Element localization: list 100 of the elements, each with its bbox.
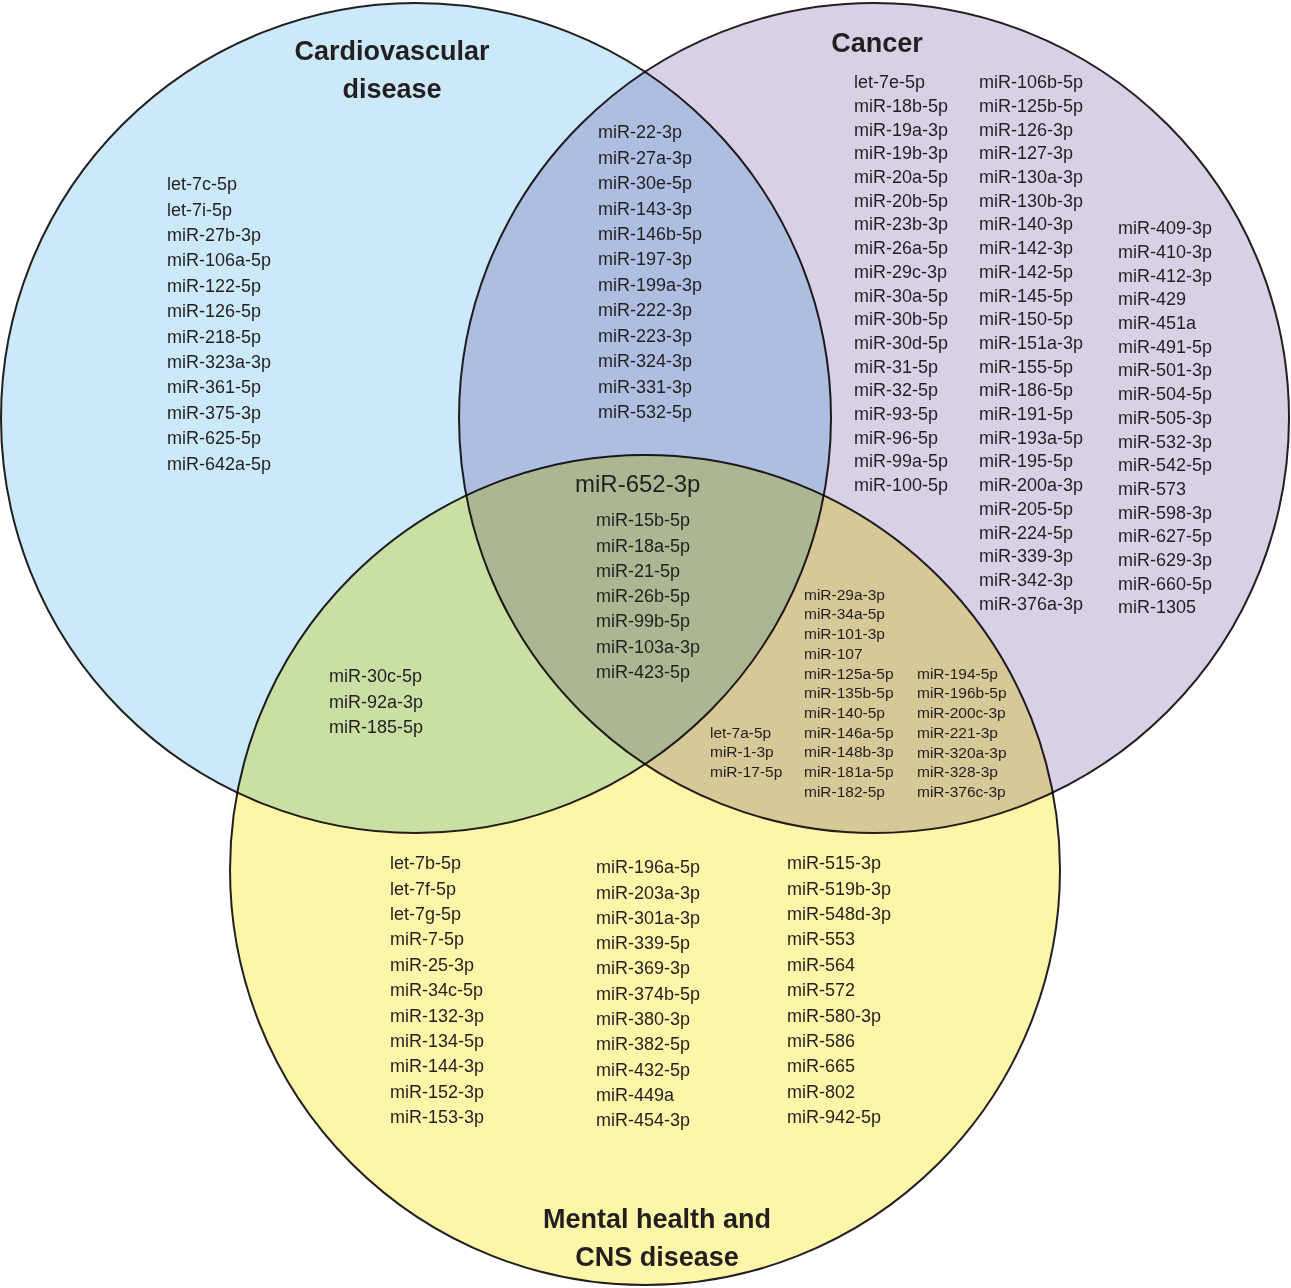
mirna-label: miR-451a — [1118, 313, 1197, 335]
mirna-label: miR-223-3p — [598, 325, 693, 348]
mirna-label: miR-143-3p — [598, 198, 693, 221]
mirna-label: miR-99a-5p — [854, 451, 949, 473]
mirna-label: miR-186-5p — [979, 380, 1074, 402]
mirna-label: miR-96-5p — [854, 427, 939, 450]
mirna-label: miR-665 — [787, 1056, 856, 1078]
mirna-label: let-7a-5p — [710, 723, 772, 743]
mirna-label: miR-652-3p — [575, 469, 701, 499]
mirna-label: let-7c-5p — [167, 174, 238, 196]
mirna-label: miR-380-3p — [596, 1009, 691, 1031]
mirna-label: miR-491-5p — [1118, 336, 1213, 359]
mirna-label: miR-342-3p — [979, 569, 1074, 592]
mirna-label: miR-410-3p — [1118, 241, 1213, 264]
mirna-label: miR-222-3p — [598, 300, 693, 322]
mirna-label: miR-200c-3p — [917, 704, 1006, 723]
mirna-label: miR-195-5p — [979, 451, 1074, 473]
mirna-label: miR-642a-5p — [167, 453, 272, 476]
mirna-label: miR-532-3p — [1118, 431, 1213, 454]
mirna-label: miR-26a-5p — [854, 238, 949, 260]
mirna-label: miR-30c-5p — [329, 666, 423, 688]
mirna-label: miR-7-5p — [390, 929, 464, 951]
set-title: Cancer — [830, 27, 924, 60]
mirna-label: miR-103a-3p — [596, 636, 701, 659]
mirna-label: miR-27a-3p — [598, 147, 693, 170]
mirna-label: miR-18a-5p — [596, 535, 691, 558]
mirna-label: miR-126-3p — [979, 119, 1074, 142]
mirna-label: miR-122-5p — [167, 275, 262, 298]
mirna-label: miR-25-3p — [390, 954, 475, 977]
mirna-label: miR-361-5p — [167, 377, 262, 399]
mirna-label: miR-107 — [804, 644, 863, 664]
mirna-label: miR-101-3p — [804, 625, 885, 644]
mirna-label: miR-196b-5p — [917, 684, 1007, 703]
mirna-label: miR-34c-5p — [390, 980, 484, 1002]
mirna-label: miR-1-3p — [710, 743, 774, 762]
mirna-label: miR-30d-5p — [854, 332, 949, 355]
mirna-label: miR-532-5p — [598, 402, 693, 424]
mirna-label: miR-153-3p — [390, 1107, 485, 1129]
mirna-label: miR-146a-5p — [804, 723, 894, 743]
mirna-label: let-7f-5p — [390, 878, 457, 901]
mirna-label: miR-125a-5p — [804, 664, 894, 684]
mirna-label: miR-26b-5p — [596, 586, 691, 608]
mirna-label: miR-181a-5p — [804, 763, 894, 782]
mirna-label: miR-32-5p — [854, 380, 939, 402]
mirna-label: miR-196a-5p — [596, 857, 701, 879]
mirna-label: miR-140-3p — [979, 214, 1074, 236]
mirna-label: let-7i-5p — [167, 199, 233, 222]
mirna-label: miR-21-5p — [596, 560, 681, 583]
mirna-label: miR-140-5p — [804, 703, 885, 723]
mirna-label: miR-376a-3p — [979, 593, 1084, 616]
mirna-label: miR-409-3p — [1118, 218, 1213, 240]
mirna-label: miR-598-3p — [1118, 502, 1213, 525]
mirna-label: miR-106a-5p — [167, 250, 272, 272]
mirna-label: miR-99b-5p — [596, 611, 691, 633]
mirna-label: miR-150-5p — [979, 309, 1074, 331]
mirna-label: miR-27b-3p — [167, 225, 262, 247]
mirna-label: miR-432-5p — [596, 1059, 691, 1082]
mirna-label: miR-182-5p — [804, 782, 885, 802]
mirna-label: miR-130a-3p — [979, 167, 1084, 189]
mirna-label: miR-31-5p — [854, 356, 939, 379]
mirna-label: miR-331-3p — [598, 376, 693, 399]
mirna-label: miR-15b-5p — [596, 510, 691, 532]
mirna-label: miR-586 — [787, 1031, 856, 1053]
mirna-label: miR-564 — [787, 954, 856, 977]
mirna-label: miR-627-5p — [1118, 526, 1213, 548]
mirna-label: miR-135b-5p — [804, 684, 894, 703]
mirna-label: miR-127-3p — [979, 143, 1074, 165]
mirna-label: miR-542-5p — [1118, 455, 1213, 477]
mirna-label: miR-134-5p — [390, 1031, 485, 1053]
mirna-label: miR-197-3p — [598, 249, 693, 272]
mirna-label: miR-142-5p — [979, 261, 1074, 284]
mirna-label: miR-191-5p — [979, 404, 1074, 426]
mirna-label: miR-146b-5p — [598, 224, 703, 246]
mirna-label: miR-429 — [1118, 289, 1187, 311]
mirna-label: miR-802 — [787, 1081, 856, 1104]
mirna-label: miR-22-3p — [598, 122, 683, 144]
mirna-label: miR-218-5p — [167, 326, 262, 349]
mirna-label: miR-375-3p — [167, 402, 262, 425]
mirna-label: miR-660-5p — [1118, 573, 1213, 596]
mirna-label: miR-29a-3p — [804, 585, 885, 605]
mirna-label: miR-449a — [596, 1084, 675, 1107]
mirna-label: miR-23b-3p — [854, 214, 949, 236]
mirna-label: miR-412-3p — [1118, 265, 1213, 288]
mirna-label: let-7e-5p — [854, 72, 926, 94]
mirna-label: miR-17-5p — [710, 763, 783, 782]
mirna-label: miR-1305 — [1118, 597, 1197, 619]
mirna-label: miR-224-5p — [979, 522, 1074, 545]
mirna-label: miR-144-3p — [390, 1056, 485, 1078]
mirna-label: miR-20a-5p — [854, 167, 949, 189]
mirna-label: miR-100-5p — [854, 475, 949, 497]
mirna-label: miR-369-3p — [596, 958, 691, 980]
mirna-label: miR-130b-3p — [979, 190, 1084, 213]
mirna-label: miR-382-5p — [596, 1034, 691, 1056]
mirna-label: miR-126-5p — [167, 301, 262, 323]
mirna-label: miR-301a-3p — [596, 907, 701, 930]
mirna-label: let-7b-5p — [390, 853, 462, 875]
mirna-label: let-7g-5p — [390, 904, 462, 926]
mirna-label: miR-18b-5p — [854, 95, 949, 118]
mirna-label: miR-221-3p — [917, 723, 998, 743]
mirna-label: miR-323a-3p — [167, 352, 272, 374]
